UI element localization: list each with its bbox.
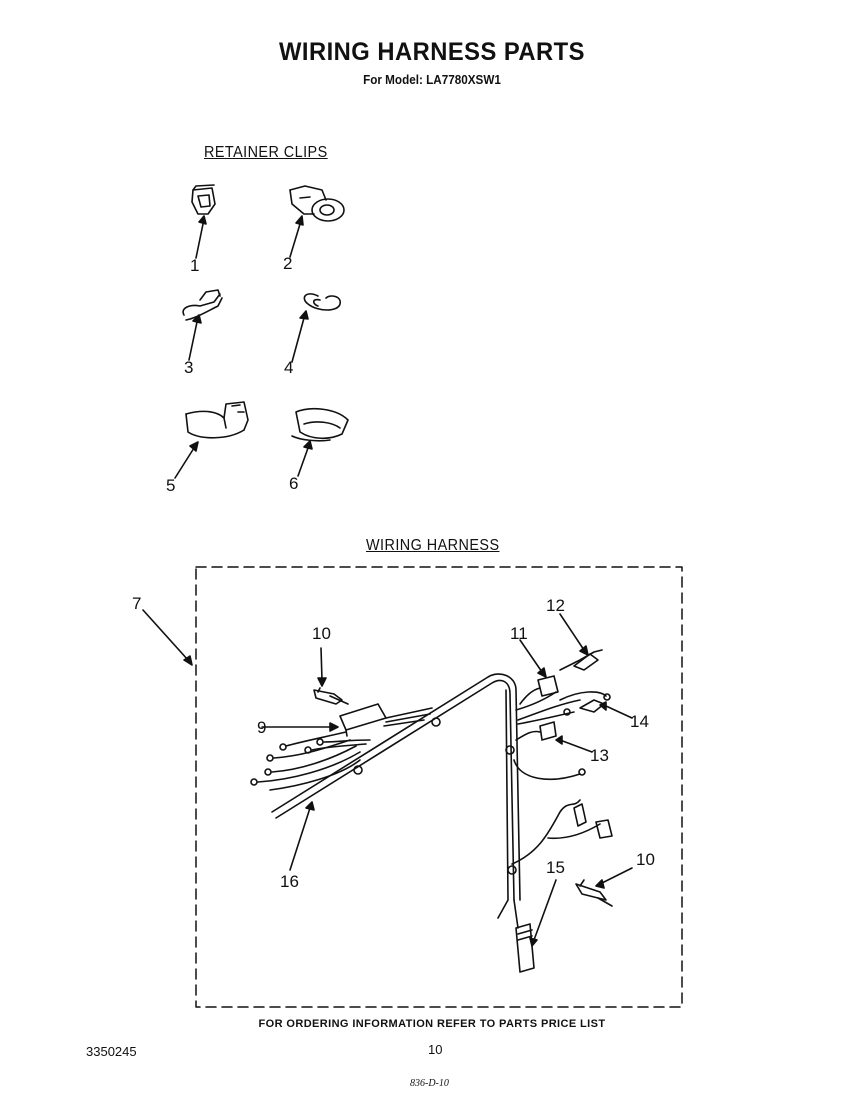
callout-label-7: 7 (132, 594, 142, 613)
retainer-clip-5-drawing (185, 401, 249, 439)
callout-label-6: 6 (289, 474, 299, 493)
callout-arrow-10-bottom (599, 867, 633, 885)
plug-15-drawing (513, 899, 535, 973)
terminal-10-bottom-drawing (575, 879, 613, 907)
callout-label-11: 11 (510, 624, 528, 643)
harness-right-branches (511, 799, 613, 865)
page-number: 10 (428, 1042, 443, 1057)
document-number: 3350245 (86, 1044, 137, 1059)
callout-label-3: 3 (184, 358, 194, 377)
callout-arrow-4 (291, 317, 305, 363)
connector-13-drawing (513, 721, 586, 780)
callout-label-15: 15 (546, 858, 565, 877)
callout-label-5: 5 (166, 476, 176, 495)
harness-dashed-border (195, 566, 683, 1008)
retainer-clip-1-drawing (191, 184, 216, 215)
retainer-clip-3-drawing (182, 289, 223, 321)
callout-arrow-12 (559, 613, 585, 651)
drawing-code: 836-D-10 (410, 1078, 449, 1089)
callout-label-9: 9 (257, 718, 267, 737)
callout-arrow-15 (533, 879, 557, 941)
callout-label-2: 2 (283, 254, 293, 273)
connector-9-drawing (339, 703, 433, 737)
callout-arrow-11 (519, 639, 543, 673)
connector-11-drawing (515, 675, 559, 711)
callout-label-13: 13 (590, 746, 609, 765)
callout-arrow-1 (195, 223, 204, 259)
harness-main-trunk (271, 673, 521, 919)
callout-label-16: 16 (280, 872, 299, 891)
callout-arrow-16 (289, 807, 311, 871)
callout-label-4: 4 (284, 358, 294, 377)
model-subtitle: For Model: LA7780XSW1 (363, 72, 501, 87)
callout-arrow-6 (297, 447, 309, 477)
callout-label-12: 12 (546, 596, 565, 615)
retainer-clip-6-drawing (291, 407, 349, 442)
callout-arrow-2 (289, 223, 301, 258)
retainer-clip-2-drawing (289, 185, 345, 222)
terminal-14-drawing (517, 691, 611, 725)
retainer-clip-4-drawing (303, 293, 341, 311)
callout-arrow-7 (142, 609, 189, 661)
callout-label-1: 1 (190, 256, 200, 275)
terminal-12-drawing (559, 649, 603, 671)
section-title-wiring-harness: WIRING HARNESS (366, 537, 500, 554)
callout-arrow-13 (559, 739, 593, 753)
ordering-note: FOR ORDERING INFORMATION REFER TO PARTS … (258, 1018, 606, 1030)
callout-arrow-5 (174, 447, 195, 479)
section-title-retainer-clips: RETAINER CLIPS (204, 144, 328, 161)
terminal-10-top-drawing (313, 687, 349, 705)
callout-arrow-3 (188, 321, 198, 361)
callout-label-10-bottom: 10 (636, 850, 655, 869)
callout-label-10-top: 10 (312, 624, 331, 643)
page-title: WIRING HARNESS PARTS (279, 38, 585, 66)
callout-arrow-14 (605, 705, 633, 719)
callout-arrow-10-top (320, 647, 323, 681)
callout-label-14: 14 (630, 712, 649, 731)
harness-left-leads (250, 731, 371, 791)
